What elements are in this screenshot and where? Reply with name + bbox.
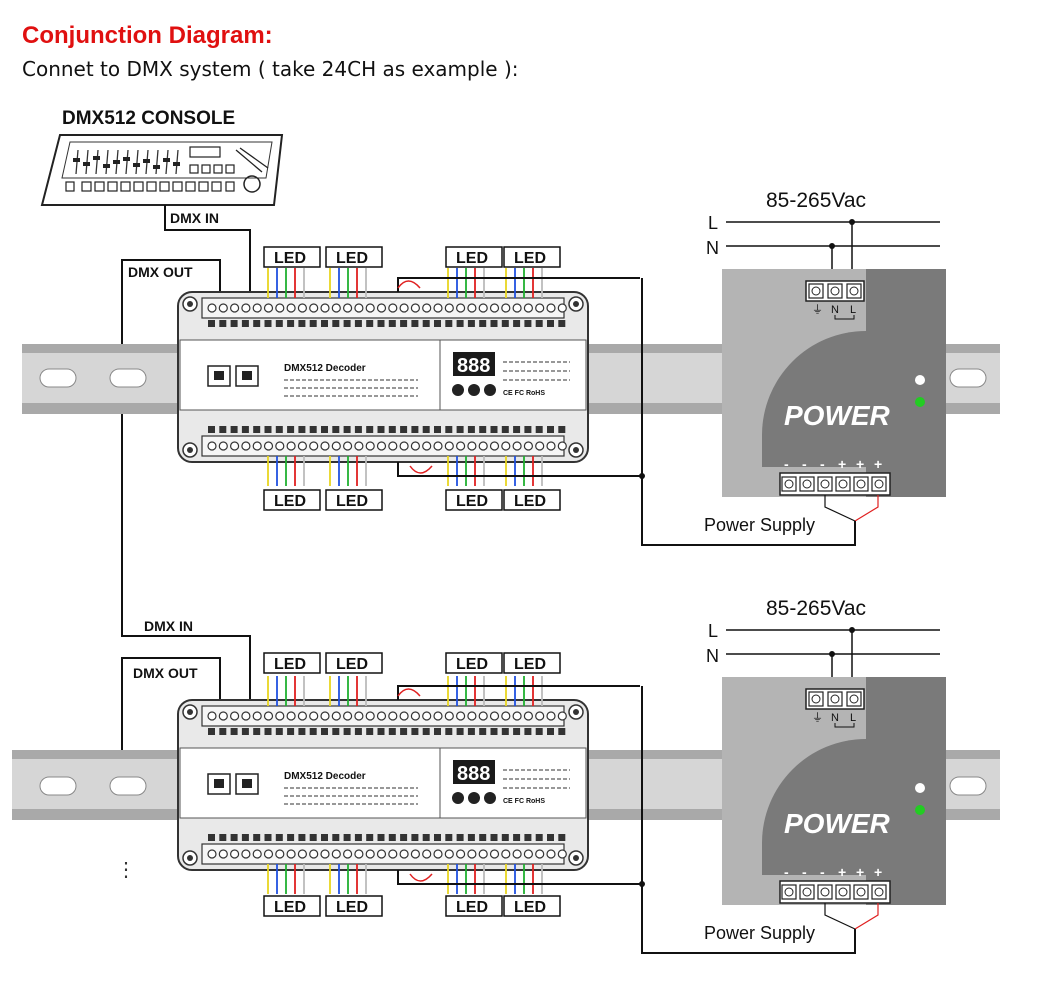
decoder-name: DMX512 Decoder [284,771,366,782]
channel-display: 888 [457,763,490,785]
led-label: LED [456,899,488,916]
power-label: POWER [784,400,891,431]
console-label: DMX512 CONSOLE [62,108,235,129]
led-label: LED [274,493,306,510]
led-label: LED [514,250,546,267]
dmx-console: DMX512 CONSOLE [40,108,284,206]
voltage-label: 85-265Vac [766,189,866,212]
dmx-in-label-2: DMX IN [144,618,193,634]
led-label: LED [336,250,368,267]
led-label: LED [336,899,368,916]
dmx-wiring [121,205,251,815]
channel-display: 888 [457,355,490,377]
input-terminal-label: N [831,304,839,316]
input-terminal-label: N [831,712,839,724]
continuation-dots: ⋮ [116,859,136,881]
line-l-label: L [708,621,718,641]
led-label: LED [274,250,306,267]
input-terminal-label: L [850,712,856,724]
dmx-out-label-1: DMX OUT [128,264,193,280]
voltage-label: 85-265Vac [766,597,866,620]
diagram-title: Conjunction Diagram: [22,22,273,49]
output-polarity-label: - [802,864,807,880]
input-terminal-label: L [850,304,856,316]
line-l-label: L [708,213,718,233]
input-terminal-label: ⏚ [812,711,823,724]
output-polarity-label: + [874,456,882,472]
power-supply-caption: Power Supply [704,515,815,535]
power-label: POWER [784,808,891,839]
led-label-group: LED LED LED LED LED LED LED LED LED LED LED LED LED L… [263,246,561,917]
output-polarity-label: - [820,456,825,472]
led-label: LED [514,656,546,673]
output-polarity-label: - [802,456,807,472]
input-terminal-label: ⏚ [812,303,823,316]
output-polarity-label: + [856,864,864,880]
dmx-out-label-2: DMX OUT [133,665,198,681]
dmx-decoder-1: DMX512 Decoder 888 CE FC RoHS [177,268,640,486]
dmx-in-label-1: DMX IN [170,210,219,226]
led-label: LED [274,656,306,673]
diagram-subtitle: Connet to DMX system ( take 24CH as exam… [22,57,519,81]
led-label: LED [514,493,546,510]
led-label: LED [456,250,488,267]
line-n-label: N [706,646,719,666]
led-label: LED [514,899,546,916]
certification-marks: CE FC RoHS [503,390,545,397]
output-polarity-label: - [820,864,825,880]
line-n-label: N [706,238,719,258]
led-label: LED [336,493,368,510]
decoder-name: DMX512 Decoder [284,363,366,374]
output-polarity-label: + [838,456,846,472]
output-polarity-label: + [874,864,882,880]
dmx-decoder-2: DMX512 Decoder 888 CE FC RoHS [177,676,640,894]
led-label: LED [274,899,306,916]
led-label: LED [336,656,368,673]
output-polarity-label: - [784,864,789,880]
output-polarity-label: + [838,864,846,880]
output-polarity-label: - [784,456,789,472]
led-label: LED [456,656,488,673]
output-polarity-label: + [856,456,864,472]
power-supply-caption: Power Supply [704,923,815,943]
led-label: LED [456,493,488,510]
certification-marks: CE FC RoHS [503,798,545,805]
